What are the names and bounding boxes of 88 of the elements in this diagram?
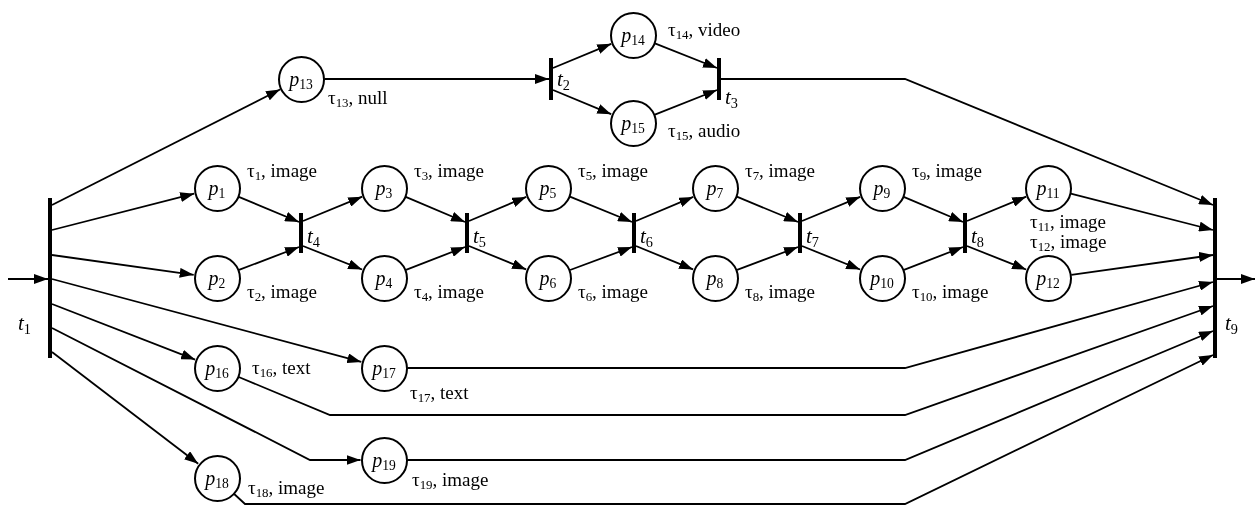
place-annotation: τ$_{6}$, image bbox=[578, 282, 649, 302]
place-circle: p$_{10}$ bbox=[858, 254, 906, 302]
arrow bbox=[237, 195, 300, 223]
arrow bbox=[51, 278, 363, 364]
arrow bbox=[405, 246, 466, 271]
arrow bbox=[801, 245, 861, 271]
arrow bbox=[966, 195, 1028, 222]
place-circle: p$_{4}$ bbox=[360, 254, 408, 302]
transition-label: t$_{7}$ bbox=[806, 225, 819, 247]
place-annotation: τ$_{16}$, text bbox=[252, 358, 311, 378]
place-annotation: τ$_{7}$, image bbox=[745, 161, 816, 181]
arrow bbox=[735, 195, 799, 223]
place-annotation: τ$_{11}$, image bbox=[1030, 212, 1106, 232]
arrow bbox=[233, 354, 1214, 505]
arrow bbox=[654, 42, 718, 69]
arrow bbox=[468, 196, 528, 222]
arrow bbox=[552, 42, 613, 69]
place-annotation: τ$_{1}$, image bbox=[247, 161, 318, 181]
place-circle: p$_{17}$ bbox=[360, 344, 408, 392]
place-circle: p$_{5}$ bbox=[524, 164, 572, 212]
arrow bbox=[736, 246, 799, 271]
arrow bbox=[323, 74, 550, 84]
place-circle: p$_{8}$ bbox=[691, 254, 739, 302]
place-circle: p$_{18}$ bbox=[193, 454, 241, 502]
arrow bbox=[7, 274, 49, 284]
place-annotation: τ$_{17}$, text bbox=[410, 383, 469, 403]
place-annotation: τ$_{3}$, image bbox=[414, 161, 485, 181]
transition-label: t$_{5}$ bbox=[473, 225, 486, 247]
transition-label: t$_{9}$ bbox=[1225, 312, 1238, 334]
arrow bbox=[51, 303, 196, 361]
place-circle: p$_{14}$ bbox=[609, 11, 657, 59]
arrow bbox=[903, 246, 964, 271]
transition-label: t$_{8}$ bbox=[971, 225, 984, 247]
transition-label: t$_{4}$ bbox=[307, 225, 320, 247]
arrow bbox=[406, 330, 1214, 461]
place-circle: p$_{7}$ bbox=[691, 164, 739, 212]
place-annotation: τ$_{12}$, image bbox=[1030, 232, 1107, 252]
place-circle: p$_{16}$ bbox=[193, 344, 241, 392]
place-circle: p$_{12}$ bbox=[1024, 254, 1072, 302]
arrow bbox=[302, 245, 363, 271]
arrow bbox=[302, 195, 364, 222]
place-annotation: τ$_{19}$, image bbox=[412, 470, 489, 490]
place-circle: p$_{11}$ bbox=[1024, 164, 1072, 212]
arrow bbox=[51, 88, 281, 206]
arrow bbox=[51, 351, 200, 465]
place-annotation: τ$_{5}$, image bbox=[578, 161, 649, 181]
arrow bbox=[552, 89, 613, 116]
place-annotation: τ$_{10}$, image bbox=[912, 282, 989, 302]
place-circle: p$_{15}$ bbox=[609, 99, 657, 147]
arrow bbox=[51, 254, 195, 278]
place-circle: p$_{6}$ bbox=[524, 254, 572, 302]
place-annotation: τ$_{18}$, image bbox=[248, 478, 325, 498]
transition-label: t$_{2}$ bbox=[557, 68, 570, 90]
place-annotation: τ$_{8}$, image bbox=[745, 282, 816, 302]
arrow bbox=[51, 327, 362, 465]
arrow bbox=[966, 245, 1027, 271]
place-circle: p$_{19}$ bbox=[360, 436, 408, 484]
arrow bbox=[569, 246, 633, 271]
arrow bbox=[406, 280, 1214, 369]
place-annotation: τ$_{15}$, audio bbox=[668, 121, 741, 141]
place-circle: p$_{9}$ bbox=[858, 164, 906, 212]
arrow bbox=[1069, 192, 1214, 232]
arrow bbox=[635, 245, 694, 271]
place-circle: p$_{2}$ bbox=[193, 254, 241, 302]
place-annotation: τ$_{9}$, image bbox=[912, 161, 983, 181]
place-circle: p$_{13}$ bbox=[277, 55, 325, 103]
place-circle: p$_{1}$ bbox=[193, 164, 241, 212]
arrow bbox=[51, 192, 196, 231]
place-annotation: τ$_{13}$, null bbox=[328, 88, 388, 108]
arrow bbox=[635, 196, 695, 222]
arrow bbox=[720, 78, 1214, 206]
place-circle: p$_{3}$ bbox=[360, 164, 408, 212]
transition-label: t$_{6}$ bbox=[640, 225, 653, 247]
place-annotation: τ$_{4}$, image bbox=[414, 282, 485, 302]
place-annotation: τ$_{14}$, video bbox=[668, 20, 741, 40]
arrow bbox=[569, 195, 633, 223]
arrow bbox=[1216, 274, 1256, 284]
arrow bbox=[404, 196, 466, 223]
arrow bbox=[468, 245, 527, 271]
transition-label: t$_{3}$ bbox=[725, 86, 738, 108]
arrow bbox=[238, 246, 300, 271]
arrow bbox=[801, 195, 862, 222]
arrow bbox=[902, 196, 964, 223]
arrow bbox=[1070, 252, 1214, 276]
arrow bbox=[237, 305, 1214, 416]
transition-label: t$_{1}$ bbox=[18, 312, 31, 334]
arrow bbox=[654, 89, 718, 116]
place-annotation: τ$_{2}$, image bbox=[247, 282, 318, 302]
